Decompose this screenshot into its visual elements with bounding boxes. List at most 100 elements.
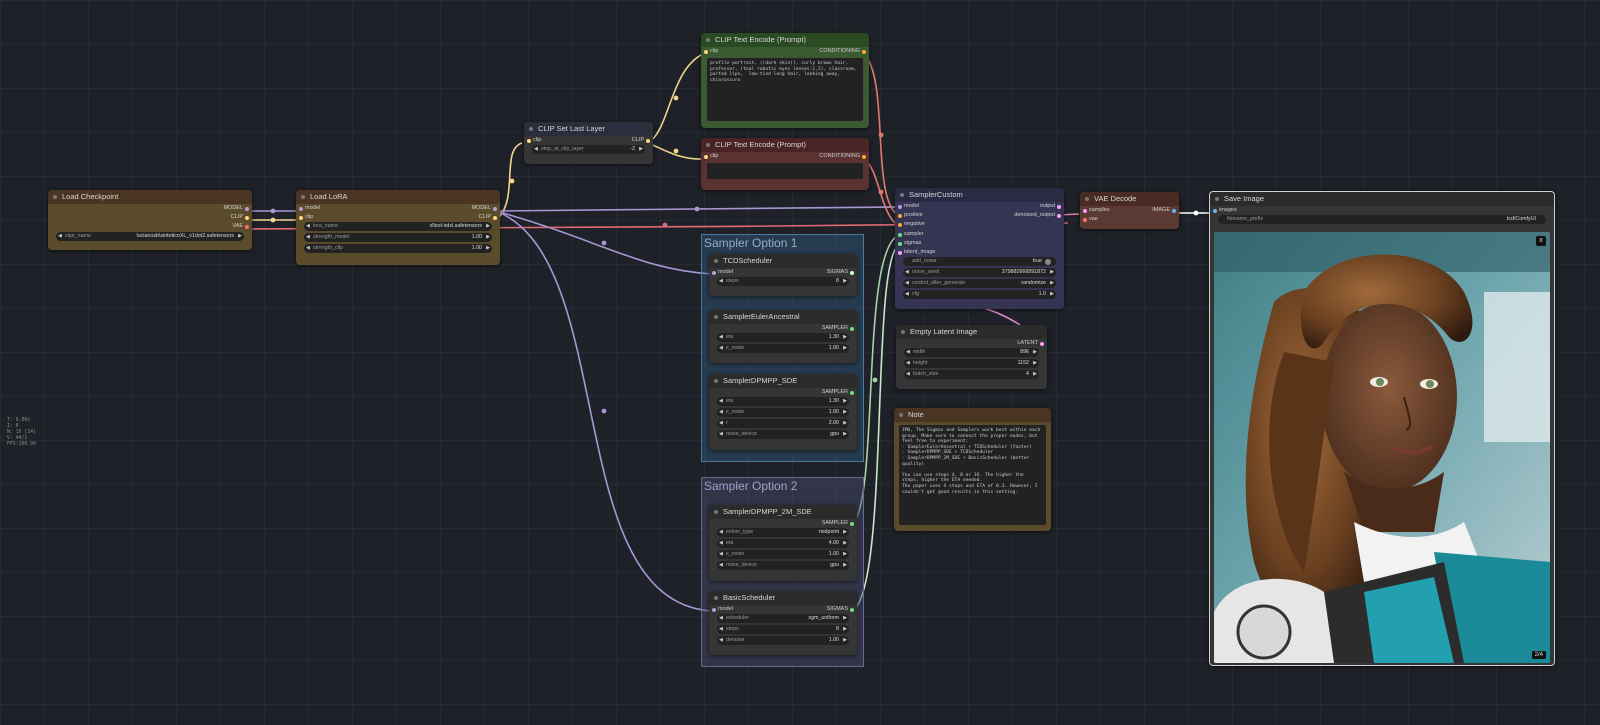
input-vae-slot[interactable] bbox=[1083, 218, 1087, 223]
input-model-slot[interactable] bbox=[898, 205, 902, 209]
output-clip-slot[interactable] bbox=[493, 216, 497, 221]
node-title[interactable]: Load Checkpoint bbox=[48, 190, 252, 204]
collapse-dot-icon[interactable] bbox=[301, 195, 305, 199]
input-latent-image-slot[interactable] bbox=[898, 250, 902, 255]
input-images-slot[interactable] bbox=[1213, 209, 1217, 213]
input-clip-slot[interactable] bbox=[299, 216, 303, 221]
note-node[interactable]: Note IMO, The Sigmas and Samplers work b… bbox=[894, 408, 1051, 531]
input-sigmas-slot[interactable] bbox=[898, 241, 902, 246]
preview-image[interactable]: x 2/4 bbox=[1214, 232, 1550, 663]
prompt-textarea[interactable]: profile portrait, ((dark skin)), curly b… bbox=[707, 58, 863, 122]
output-sampler-slot[interactable] bbox=[850, 391, 854, 395]
node-title[interactable]: SamplerEulerAncestral bbox=[709, 310, 857, 324]
node-title[interactable]: BasicScheduler bbox=[709, 591, 857, 605]
node-title[interactable]: CLIP Text Encode (Prompt) bbox=[701, 33, 869, 47]
input-sampler-slot[interactable] bbox=[898, 232, 902, 237]
node-title[interactable]: Save Image bbox=[1210, 192, 1554, 206]
input-model-slot[interactable] bbox=[299, 207, 303, 211]
node-title[interactable]: Note bbox=[894, 408, 1051, 422]
output-sigmas-slot[interactable] bbox=[850, 271, 854, 275]
output-sampler-slot[interactable] bbox=[850, 522, 854, 526]
output-model-slot[interactable] bbox=[245, 207, 249, 211]
sampler-dpmpp-2m-sde-node[interactable]: SamplerDPMPP_2M_SDE SAMPLER ◀solver_type… bbox=[709, 505, 857, 581]
node-title[interactable]: CLIP Set Last Layer bbox=[524, 122, 653, 136]
close-preview-button[interactable]: x bbox=[1536, 236, 1546, 246]
collapse-dot-icon[interactable] bbox=[1085, 197, 1089, 201]
collapse-dot-icon[interactable] bbox=[714, 315, 718, 319]
output-latent-slot[interactable] bbox=[1040, 342, 1044, 346]
output-output-slot[interactable] bbox=[1057, 205, 1061, 209]
collapse-dot-icon[interactable] bbox=[899, 413, 903, 417]
input-negative-slot[interactable] bbox=[898, 223, 902, 228]
collapse-dot-icon[interactable] bbox=[706, 38, 710, 42]
collapse-dot-icon[interactable] bbox=[1215, 197, 1219, 201]
collapse-dot-icon[interactable] bbox=[714, 259, 718, 263]
input-clip-slot[interactable] bbox=[704, 50, 708, 54]
output-vae-slot[interactable] bbox=[245, 225, 249, 230]
collapse-dot-icon[interactable] bbox=[714, 510, 718, 514]
input-clip-slot[interactable] bbox=[527, 139, 531, 143]
stop-at-clip-layer-widget[interactable]: ◀stop_at_clip_layer-2▶ bbox=[532, 145, 645, 155]
input-model-slot[interactable] bbox=[712, 608, 716, 612]
output-conditioning-slot[interactable] bbox=[862, 50, 866, 54]
output-model-slot[interactable] bbox=[493, 207, 497, 211]
node-title[interactable]: SamplerDPMPP_SDE bbox=[709, 374, 857, 388]
node-title[interactable]: Load LoRA bbox=[296, 190, 500, 204]
output-image-slot[interactable] bbox=[1172, 209, 1176, 213]
input-samples-slot[interactable] bbox=[1083, 209, 1087, 213]
collapse-dot-icon[interactable] bbox=[714, 379, 718, 383]
output-sigmas-slot[interactable] bbox=[850, 608, 854, 612]
node-title[interactable]: CLIP Text Encode (Prompt) bbox=[701, 138, 869, 152]
node-title[interactable]: TCDScheduler bbox=[709, 254, 857, 268]
output-sampler-slot[interactable] bbox=[850, 327, 854, 331]
collapse-dot-icon[interactable] bbox=[714, 596, 718, 600]
node-title[interactable]: SamplerDPMPP_2M_SDE bbox=[709, 505, 857, 519]
input-clip-slot[interactable] bbox=[704, 155, 708, 159]
node-title[interactable]: Empty Latent Image bbox=[896, 325, 1047, 339]
input-positive-slot[interactable] bbox=[898, 214, 902, 219]
collapse-dot-icon[interactable] bbox=[53, 195, 57, 199]
collapse-dot-icon[interactable] bbox=[900, 193, 904, 197]
input-model-slot[interactable] bbox=[712, 271, 716, 275]
load-checkpoint-node[interactable]: Load Checkpoint MODEL CLIP VAE ◀ckpt_nam… bbox=[48, 190, 252, 250]
collapse-dot-icon[interactable] bbox=[901, 330, 905, 334]
output-denoised-output-slot[interactable] bbox=[1057, 214, 1061, 219]
output-clip-slot[interactable] bbox=[245, 216, 249, 221]
